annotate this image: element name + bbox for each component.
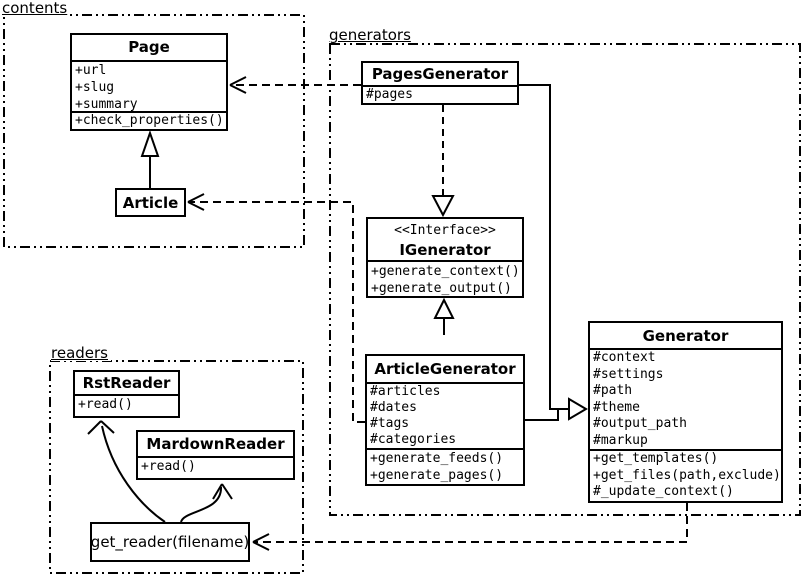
attribute: +summary xyxy=(75,96,138,111)
methods-compartment: +generate_context() +generate_output() xyxy=(368,259,522,296)
attribute: #path xyxy=(593,383,633,398)
class-title: ArticleGenerator xyxy=(374,360,516,378)
method: +generate_feeds() xyxy=(370,451,504,466)
method: +read() xyxy=(141,459,196,474)
method: +get_templates() xyxy=(593,451,719,466)
class-article: Article xyxy=(115,188,186,217)
attribute: +url xyxy=(75,62,107,78)
package-label-contents: contents xyxy=(2,1,71,16)
package-border-contents xyxy=(3,14,305,248)
attribute: #context xyxy=(593,350,656,365)
class-pages-generator: PagesGenerator #pages xyxy=(361,61,519,105)
attribute: #markup xyxy=(593,432,648,448)
generalization-trunk-to-generator xyxy=(519,84,568,421)
dependency-articlegenerator-to-article xyxy=(190,201,365,423)
methods-compartment: +read() xyxy=(138,456,293,478)
class-title: IGenerator xyxy=(399,240,491,259)
dependency-generator-to-getreader xyxy=(255,503,688,543)
method: +check_properties() xyxy=(75,112,224,128)
class-rst-reader: RstReader +read() xyxy=(73,370,180,418)
class-title: PagesGenerator xyxy=(371,65,509,83)
class-title: Generator xyxy=(642,326,729,345)
method: +get_files(path,exclude) xyxy=(593,467,781,483)
attribute: #categories xyxy=(370,432,457,447)
stereotype-label: <<Interface>> xyxy=(394,222,496,238)
package-label-generators: generators xyxy=(329,28,414,43)
curve-getreader-to-mardownreader xyxy=(180,486,223,523)
attributes-compartment: #context #settings #path #theme #output_… xyxy=(590,348,781,449)
class-title: RstReader xyxy=(82,374,171,392)
attribute: #pages xyxy=(366,87,413,102)
attribute: #output_path xyxy=(593,416,687,431)
attribute: +slug xyxy=(75,79,115,95)
attribute: #tags xyxy=(370,416,410,431)
method: +generate_context() xyxy=(371,263,520,279)
class-page: Page +url +slug +summary +check_properti… xyxy=(70,33,228,131)
attributes-compartment: #articles #dates #tags #categories xyxy=(367,382,523,448)
methods-compartment: +read() xyxy=(75,394,178,416)
attribute: #articles xyxy=(370,384,441,399)
attributes-compartment: +url +slug +summary xyxy=(72,59,226,111)
open-arrowhead-icon xyxy=(212,483,233,500)
attribute: #theme xyxy=(593,399,640,415)
open-arrowhead-icon xyxy=(187,193,205,211)
function-get-reader: get_reader(filename) xyxy=(90,522,250,562)
attributes-compartment: #pages xyxy=(363,85,517,103)
interface-igenerator: <<Interface>> IGenerator +generate_conte… xyxy=(366,217,524,298)
open-arrowhead-icon xyxy=(229,76,247,94)
class-article-generator: ArticleGenerator #articles #dates #tags … xyxy=(365,354,525,486)
methods-compartment: +get_templates() +get_files(path,exclude… xyxy=(590,449,781,501)
package-label-readers: readers xyxy=(51,346,111,361)
methods-compartment: +generate_feeds() +generate_pages() xyxy=(367,448,523,484)
methods-compartment: +check_properties() xyxy=(72,110,226,129)
attribute: #dates xyxy=(370,400,417,415)
method: +generate_output() xyxy=(371,280,512,296)
attribute: #settings xyxy=(593,366,664,382)
package-border-readers xyxy=(49,360,304,574)
method: +read() xyxy=(78,397,133,412)
open-arrowhead-icon xyxy=(87,420,115,435)
method: +generate_pages() xyxy=(370,468,504,483)
curve-getreader-to-rstreader xyxy=(101,425,166,523)
package-border-generators xyxy=(329,43,801,516)
class-title: Page xyxy=(128,38,170,57)
hollow-triangle-icon xyxy=(140,129,160,157)
hollow-triangle-icon xyxy=(431,195,455,218)
method: #_update_context() xyxy=(593,484,734,499)
hollow-triangle-icon xyxy=(433,297,455,319)
class-mardown-reader: MardownReader +read() xyxy=(136,430,295,480)
open-arrowhead-icon xyxy=(252,533,270,551)
class-title: Article xyxy=(122,193,179,212)
hollow-triangle-icon xyxy=(568,397,588,421)
class-title: MardownReader xyxy=(146,435,285,453)
class-generator: Generator #context #settings #path #them… xyxy=(588,321,783,503)
